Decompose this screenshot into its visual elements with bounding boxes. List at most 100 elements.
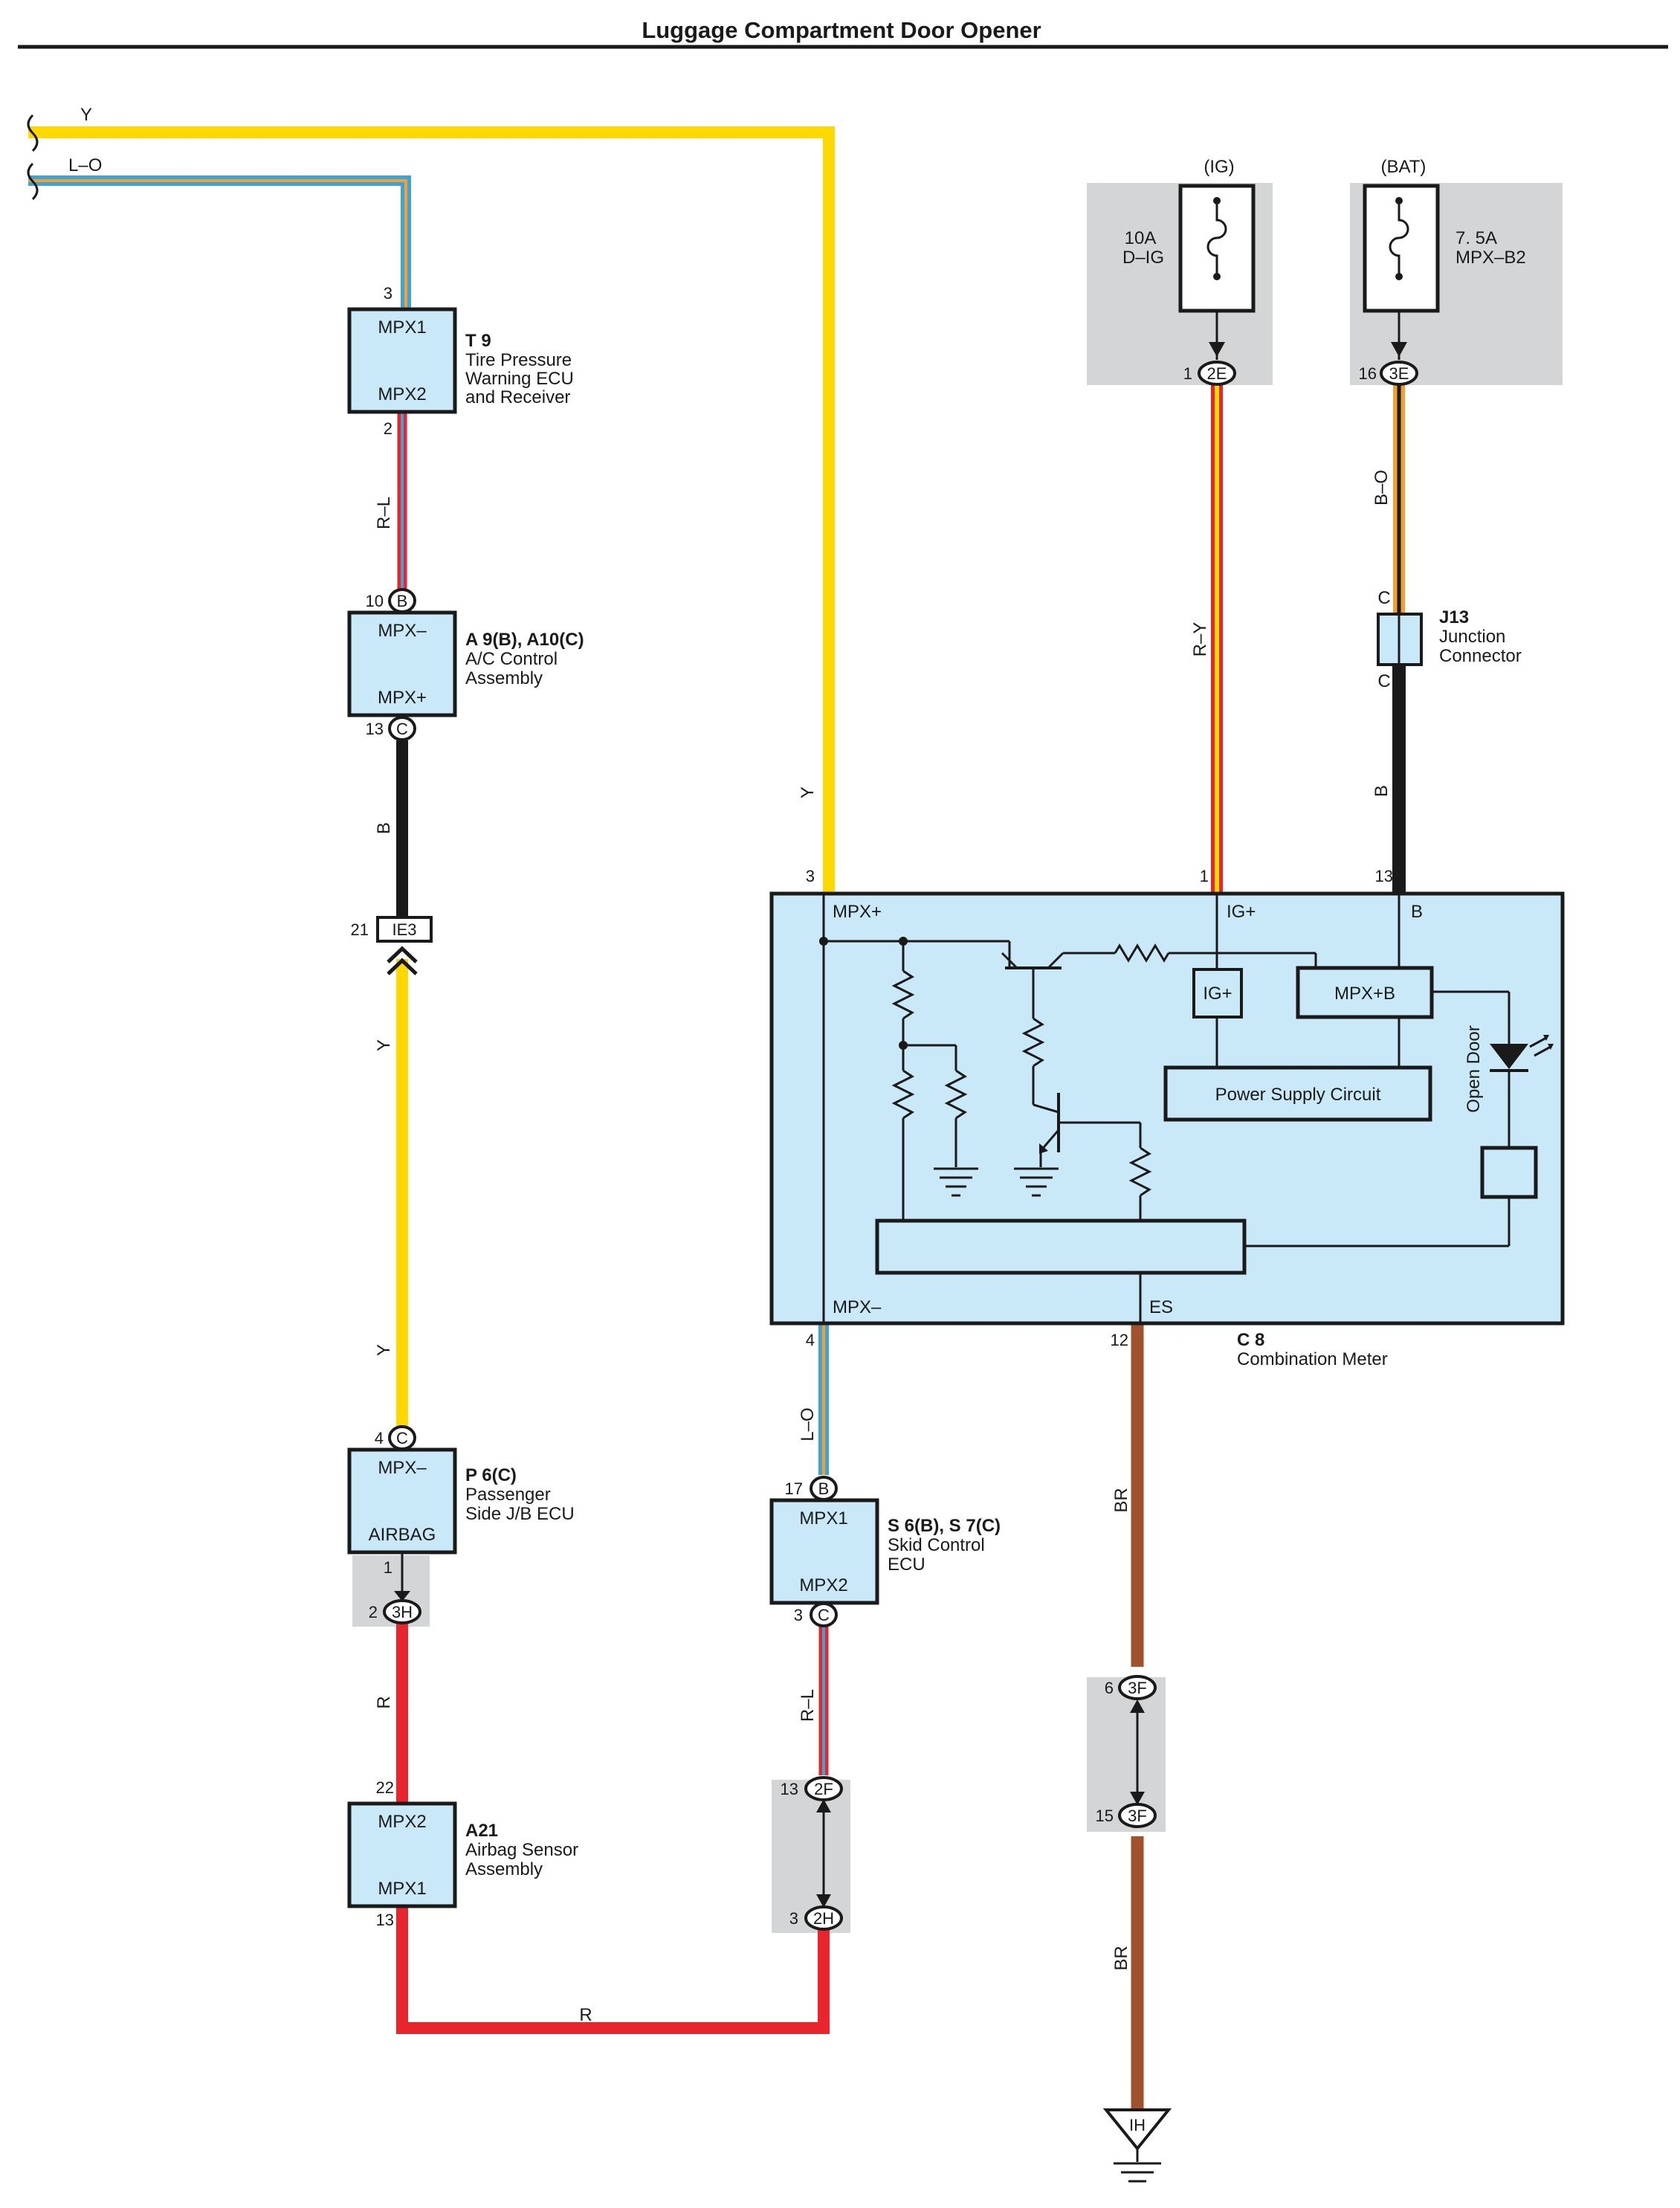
wire-label-lo-top: L–O xyxy=(68,155,102,175)
pin-2f-13: 13 xyxy=(781,1780,798,1798)
conn-p6-c: C xyxy=(396,1429,408,1447)
pin-3f-15: 15 xyxy=(1096,1807,1114,1825)
c8-power-supply-label: Power Supply Circuit xyxy=(1215,1085,1381,1105)
fuse-bat-rating: 7. 5A xyxy=(1456,228,1497,248)
a21-bottom-label: MPX1 xyxy=(378,1879,426,1899)
conn-2e: 2E xyxy=(1207,364,1227,383)
conn-3f-bottom: 3F xyxy=(1128,1807,1147,1825)
t9-desc-3: and Receiver xyxy=(465,387,570,407)
wire-label-y-p6: Y xyxy=(374,1344,394,1356)
pin-p6-1: 1 xyxy=(384,1558,392,1577)
pin-c8-4: 4 xyxy=(806,1331,815,1349)
a9-desc-1: A/C Control xyxy=(465,649,558,669)
c8-mpxb-box-label: MPX+B xyxy=(1334,984,1395,1004)
c8-open-door-label: Open Door xyxy=(1464,1025,1484,1112)
wire-label-y-ie3: Y xyxy=(374,1039,394,1051)
conn-ie3: IE3 xyxy=(392,920,416,939)
fuse-ig-header: (IG) xyxy=(1204,157,1234,177)
wire-label-r-left: R xyxy=(374,1696,394,1708)
p6-desc-2: Side J/B ECU xyxy=(465,1504,575,1524)
t9-desc-2: Warning ECU xyxy=(465,369,574,389)
ground-ih-lines xyxy=(1114,2149,1161,2183)
pin-3e-16: 16 xyxy=(1359,364,1377,383)
conn-3f-top: 3F xyxy=(1128,1679,1147,1697)
s6-bottom-label: MPX2 xyxy=(799,1575,847,1595)
conn-2f: 2F xyxy=(814,1780,833,1798)
pin-s6-3: 3 xyxy=(794,1606,803,1624)
p6-id: P 6(C) xyxy=(465,1465,517,1485)
c8-id: C 8 xyxy=(1237,1330,1264,1350)
splice-2f-2h-panel xyxy=(772,1780,850,1933)
t9-bottom-label: MPX2 xyxy=(378,384,426,404)
wire-label-ry: R–Y xyxy=(1190,622,1210,657)
pin-c8-3: 3 xyxy=(806,867,815,885)
conn-s6-b: B xyxy=(818,1479,830,1498)
a21-desc-1: Airbag Sensor xyxy=(465,1840,578,1860)
conn-a9-c: C xyxy=(396,720,408,738)
wire-label-b-ac: B xyxy=(374,822,394,834)
pin-a9-13: 13 xyxy=(366,720,384,738)
pin-s6-17: 17 xyxy=(785,1479,803,1498)
a9-id: A 9(B), A10(C) xyxy=(465,630,584,650)
page-title: Luggage Compartment Door Opener xyxy=(642,17,1041,43)
pin-t9-2: 2 xyxy=(384,419,392,438)
s6-desc-1: Skid Control xyxy=(888,1535,985,1555)
p6-desc-1: Passenger xyxy=(465,1485,551,1505)
pin-p6-4: 4 xyxy=(375,1429,384,1447)
wire-label-bo: B–O xyxy=(1372,470,1392,506)
c8-internal-circuit xyxy=(819,894,1554,1323)
fuse-bat-name: MPX–B2 xyxy=(1456,248,1526,268)
conn-3h: 3H xyxy=(392,1603,413,1621)
pin-t9-3: 3 xyxy=(384,284,392,303)
wire-label-y-top: Y xyxy=(80,105,92,125)
pin-a21-22: 22 xyxy=(376,1778,394,1797)
conn-ih: IH xyxy=(1129,2116,1146,2134)
j13-pin-top: C xyxy=(1377,588,1390,608)
a21-top-label: MPX2 xyxy=(378,1812,426,1832)
c8-mpx-minus: MPX– xyxy=(833,1297,882,1317)
pin-2e-1: 1 xyxy=(1183,364,1192,383)
a21-id: A21 xyxy=(465,1821,498,1841)
wire-lo-top xyxy=(28,175,411,308)
pin-3h-2: 2 xyxy=(369,1603,378,1621)
j13-desc-1: Junction xyxy=(1439,627,1505,647)
c8-b: B xyxy=(1411,902,1423,922)
a9-bottom-label: MPX+ xyxy=(378,688,427,708)
j13-pin-bottom: C xyxy=(1377,671,1390,691)
wire-label-y-mid: Y xyxy=(798,787,818,798)
a9-box xyxy=(347,610,457,717)
wire-label-b-right: B xyxy=(1372,785,1392,797)
pin-2h-3: 3 xyxy=(789,1909,798,1928)
wire-label-br-2: BR xyxy=(1111,1946,1131,1970)
pin-c8-13: 13 xyxy=(1375,867,1393,885)
s6-id: S 6(B), S 7(C) xyxy=(888,1516,1001,1536)
t9-top-label: MPX1 xyxy=(378,317,426,338)
ie3-chevrons xyxy=(387,946,418,975)
conn-a9-b: B xyxy=(397,592,408,610)
pin-a21-13: 13 xyxy=(376,1911,394,1929)
t9-id: T 9 xyxy=(465,331,491,351)
inline-arrows xyxy=(394,1591,1145,1908)
j13-desc-2: Connector xyxy=(1439,646,1522,666)
c8-ig-plus: IG+ xyxy=(1227,902,1256,922)
a21-box xyxy=(347,1801,457,1908)
break-symbol-y xyxy=(27,114,39,152)
t9-desc-1: Tire Pressure xyxy=(465,350,572,370)
wire-label-rl-t9: R–L xyxy=(374,497,394,529)
a9-desc-2: Assembly xyxy=(465,668,543,688)
fuse-ig-name: D–IG xyxy=(1122,248,1164,268)
a21-desc-2: Assembly xyxy=(465,1859,543,1879)
j13-id: J13 xyxy=(1439,607,1469,627)
wire-r-bottom xyxy=(396,1908,830,2034)
ground-ih-triangle xyxy=(1102,2108,1172,2151)
fuse-bat-box xyxy=(1363,184,1440,313)
conn-3e: 3E xyxy=(1389,364,1409,383)
fuse-bat-element xyxy=(1389,201,1409,277)
wire-label-br-1: BR xyxy=(1111,1488,1131,1512)
wire-y-top xyxy=(28,126,835,894)
conn-s6-c: C xyxy=(818,1606,830,1624)
ie3-box xyxy=(376,916,433,943)
wire-label-lo-mid: L–O xyxy=(798,1407,818,1441)
pin-c8-12: 12 xyxy=(1111,1331,1128,1349)
